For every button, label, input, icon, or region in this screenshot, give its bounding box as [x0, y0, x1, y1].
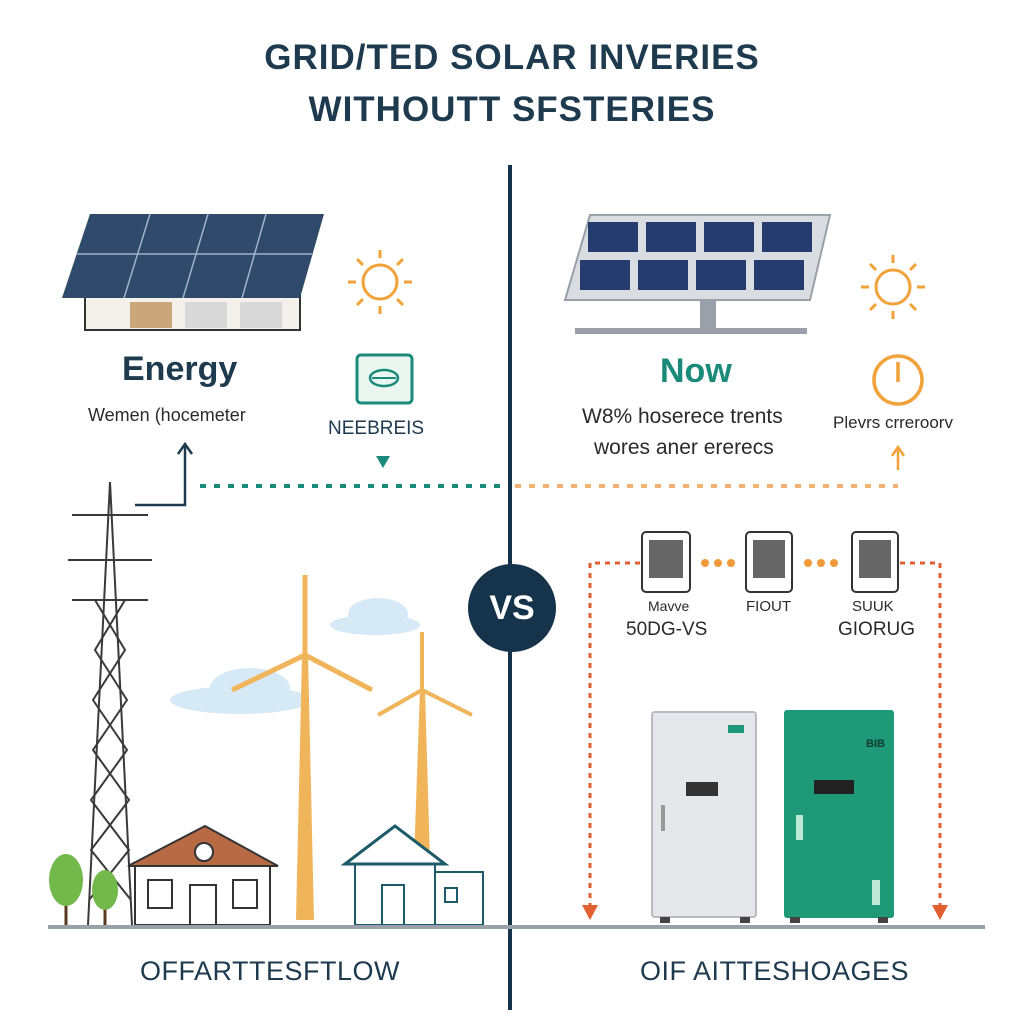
rooftop-solar-house	[62, 213, 324, 331]
right-heading: Now	[660, 352, 732, 390]
sun-icon-left	[348, 250, 412, 314]
right-line-2: wores aner ererecs	[594, 436, 774, 459]
left-bottom-label: OFFARTTESFTLOW	[140, 956, 401, 986]
cabinet-badge: BIB	[866, 738, 885, 750]
device-1-label-top: Mavve	[648, 598, 690, 614]
grey-battery-cabinet	[651, 711, 757, 923]
right-bottom-label: OIF AITTESHOAGES	[640, 956, 910, 986]
meter-label: NEEBREIS	[328, 418, 425, 439]
device-3-label-bottom: GIORUG	[838, 619, 916, 640]
meter-icon	[355, 353, 414, 405]
inverter-device-2	[745, 531, 793, 593]
title-line-1: GRID/TED SOLAR INVERIES	[264, 38, 760, 77]
left-subtext: Wemen (hocemeter	[88, 405, 246, 425]
right-line-1: W8% hoserece trents	[582, 405, 783, 428]
red-dotted-flow	[588, 561, 942, 905]
left-heading: Energy	[122, 350, 238, 388]
small-house	[340, 824, 484, 926]
device-2-label-top: FIOUT	[746, 598, 791, 615]
trees-left	[49, 854, 118, 925]
red-arrow-left	[582, 905, 598, 920]
inverter-device-1	[641, 531, 691, 593]
red-arrow-right	[932, 905, 948, 920]
title-line-2: WITHOUTT SFSTERIES	[308, 90, 716, 129]
vs-badge: VS	[468, 564, 556, 652]
wind-turbine-1	[230, 575, 374, 920]
green-battery-cabinet	[784, 710, 894, 923]
wind-turbine-2	[377, 632, 473, 860]
inverter-device-3	[851, 531, 899, 593]
power-label: Plevrs crreroorv	[833, 413, 953, 432]
power-up-arrow	[890, 444, 906, 470]
device-connector-dots	[701, 559, 838, 567]
transmission-tower	[68, 481, 152, 926]
meter-down-arrow	[376, 456, 390, 468]
ground-solar-array	[563, 214, 832, 334]
device-1-label-bottom: 50DG-VS	[626, 619, 708, 640]
sun-icon-right	[861, 255, 925, 319]
power-icon	[872, 354, 924, 406]
brick-house	[127, 824, 279, 926]
cloud-left	[170, 598, 420, 714]
device-3-label-top: SUUK	[852, 598, 894, 615]
grid-connector-left	[135, 441, 194, 507]
